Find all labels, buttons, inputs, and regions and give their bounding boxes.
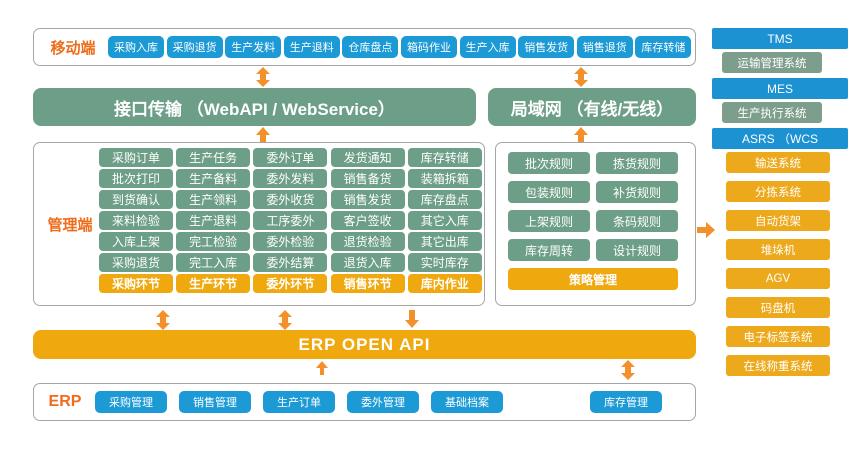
management-item-c2-r2[interactable]: 生产备料 [176, 169, 251, 188]
mobile-item-5[interactable]: 仓库盘点 [342, 36, 399, 58]
management-item-c3-r4[interactable]: 工序委外 [253, 211, 328, 230]
management-item-c3-r2[interactable]: 委外发料 [253, 169, 328, 188]
management-item-c2-r6[interactable]: 完工入库 [176, 253, 251, 272]
strategy-item-r4-c2[interactable]: 设计规则 [596, 239, 678, 261]
erp-item-5[interactable]: 基础档案 [431, 391, 503, 413]
management-item-c4-r5[interactable]: 退货检验 [330, 232, 405, 251]
management-item-c5-r4[interactable]: 其它入库 [407, 211, 482, 230]
management-item-c1-r5[interactable]: 入库上架 [99, 232, 173, 251]
management-item-c4-r1[interactable]: 发货通知 [330, 148, 405, 167]
sidebar-item-3-5[interactable]: AGV [726, 268, 830, 289]
sidebar-item-3-8[interactable]: 在线称重系统 [726, 355, 830, 376]
mobile-item-1[interactable]: 采购入库 [108, 36, 164, 58]
sidebar-item-3-4[interactable]: 堆垛机 [726, 239, 830, 260]
management-item-c5-r1[interactable]: 库存转储 [407, 148, 482, 167]
strategy-item-r2-c1[interactable]: 包装规则 [508, 181, 590, 203]
management-item-c2-r5[interactable]: 完工检验 [176, 232, 251, 251]
arrow-mobile-to-interface-left [255, 67, 271, 87]
erp-item-2[interactable]: 销售管理 [179, 391, 251, 413]
sidebar-item-3-3[interactable]: 自动货架 [726, 210, 830, 231]
sidebar-item-1-1[interactable]: 运输管理系统 [722, 52, 822, 73]
management-item-c1-r2[interactable]: 批次打印 [99, 169, 173, 188]
mobile-item-4[interactable]: 生产退料 [283, 36, 340, 58]
management-item-c1-r6[interactable]: 采购退货 [99, 253, 173, 272]
management-item-c5-r6[interactable]: 实时库存 [407, 253, 482, 272]
management-item-c2-r3[interactable]: 生产领料 [176, 190, 251, 209]
strategy-item-r1-c1[interactable]: 批次规则 [508, 152, 590, 174]
arrow-lan-to-strategy [573, 127, 589, 143]
strategy-item-r3-c2[interactable]: 条码规则 [596, 210, 678, 232]
sidebar-item-3-7[interactable]: 电子标签系统 [726, 326, 830, 347]
management-footer-2[interactable]: 生产环节 [176, 274, 251, 293]
mobile-item-2[interactable]: 采购退货 [166, 36, 223, 58]
management-footer-1[interactable]: 采购环节 [99, 274, 173, 293]
management-item-c4-r4[interactable]: 客户签收 [330, 211, 405, 230]
arrow-openapi-to-erp [315, 361, 329, 375]
arrow-interface-to-management [255, 127, 271, 143]
erp-panel-label: ERP [48, 393, 82, 410]
management-item-c2-r1[interactable]: 生产任务 [176, 148, 251, 167]
strategy-item-r1-c2[interactable]: 拣货规则 [596, 152, 678, 174]
sidebar-banner-2[interactable]: MES [712, 78, 848, 99]
management-item-c4-r6[interactable]: 退货入库 [330, 253, 405, 272]
sidebar-item-3-6[interactable]: 码盘机 [726, 297, 830, 318]
erp-open-api-bar: ERP OPEN API [33, 330, 696, 359]
management-item-c1-r1[interactable]: 采购订单 [99, 148, 173, 167]
sidebar-banner-3[interactable]: ASRS （WCS [712, 128, 848, 149]
management-item-c3-r5[interactable]: 委外检验 [253, 232, 328, 251]
mobile-item-9[interactable]: 销售退货 [576, 36, 633, 58]
strategy-item-r2-c2[interactable]: 补货规则 [596, 181, 678, 203]
sidebar-item-2-1[interactable]: 生产执行系统 [722, 102, 822, 123]
management-footer-4[interactable]: 销售环节 [330, 274, 405, 293]
interface-transport-bar: 接口传输 （WebAPI / WebService） [33, 88, 476, 126]
strategy-item-r4-c1[interactable]: 库存周转 [508, 239, 590, 261]
mobile-panel-label: 移动端 [50, 39, 96, 57]
management-footer-3[interactable]: 委外环节 [253, 274, 328, 293]
management-item-c5-r5[interactable]: 其它出库 [407, 232, 482, 251]
management-panel-label: 管理端 [47, 216, 93, 234]
arrow-strategy-to-openapi [404, 310, 420, 328]
mobile-item-3[interactable]: 生产发料 [225, 36, 282, 58]
sidebar-banner-1[interactable]: TMS [712, 28, 848, 49]
management-item-c5-r2[interactable]: 装箱拆箱 [407, 169, 482, 188]
management-item-c5-r3[interactable]: 库存盘点 [407, 190, 482, 209]
management-item-c1-r3[interactable]: 到货确认 [99, 190, 173, 209]
erp-item-1[interactable]: 采购管理 [95, 391, 167, 413]
erp-item-inventory[interactable]: 库存管理 [590, 391, 662, 413]
management-item-c4-r2[interactable]: 销售备货 [330, 169, 405, 188]
management-footer-5[interactable]: 库内作业 [407, 274, 482, 293]
management-item-c1-r4[interactable]: 来料检验 [99, 211, 173, 230]
strategy-footer[interactable]: 策略管理 [508, 268, 678, 290]
sidebar-item-3-2[interactable]: 分拣系统 [726, 181, 830, 202]
mobile-item-8[interactable]: 销售发货 [518, 36, 575, 58]
mobile-item-7[interactable]: 生产入库 [459, 36, 516, 58]
management-item-c2-r4[interactable]: 生产退料 [176, 211, 251, 230]
management-item-c3-r1[interactable]: 委外订单 [253, 148, 328, 167]
management-item-c3-r3[interactable]: 委外收货 [253, 190, 328, 209]
arrow-management-to-openapi-right [277, 310, 293, 330]
arrow-management-to-openapi-left [155, 310, 171, 330]
lan-transport-bar: 局域网 （有线/无线） [488, 88, 696, 126]
mobile-item-6[interactable]: 箱码作业 [401, 36, 457, 58]
arrow-mobile-to-lan [573, 67, 589, 87]
arrow-openapi-to-inventory [620, 360, 636, 380]
erp-item-3[interactable]: 生产订单 [263, 391, 335, 413]
management-item-c4-r3[interactable]: 销售发货 [330, 190, 405, 209]
management-item-c3-r6[interactable]: 委外结算 [253, 253, 328, 272]
strategy-item-r3-c1[interactable]: 上架规则 [508, 210, 590, 232]
erp-item-4[interactable]: 委外管理 [347, 391, 419, 413]
arrow-strategy-to-asrs [697, 222, 715, 238]
mobile-item-10[interactable]: 库存转储 [635, 36, 692, 58]
sidebar-item-3-1[interactable]: 输送系统 [726, 152, 830, 173]
